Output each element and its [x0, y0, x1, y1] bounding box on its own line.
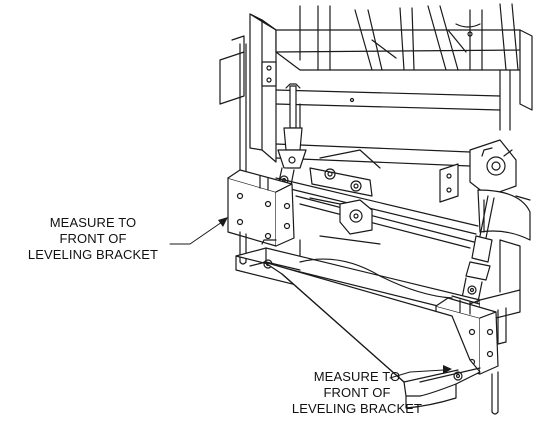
upper-frame — [219, 3, 533, 241]
cross-tie-rod — [275, 177, 479, 249]
center-hitch — [299, 149, 381, 263]
skid-shoe — [263, 261, 481, 409]
callout-leaders — [169, 217, 452, 379]
left-adjustment-link — [277, 83, 307, 191]
callout-bottom-line-2: FRONT OF — [323, 385, 391, 400]
callout-left-line-2: FRONT OF — [59, 231, 127, 246]
left-leader-line — [169, 221, 223, 245]
bottom-leader-arrow — [443, 365, 452, 374]
left-leveling-bracket — [227, 169, 295, 265]
callout-left-label: MEASURE TO FRONT OF LEVELING BRACKET — [18, 215, 168, 263]
left-leader-arrow — [218, 217, 228, 227]
callout-bottom-label: MEASURE TO FRONT OF LEVELING BRACKET — [282, 369, 432, 417]
bottom-leader-line — [389, 369, 445, 379]
callout-bottom-line-1: MEASURE TO — [313, 369, 401, 384]
right-adjustment-link — [461, 195, 495, 303]
callout-left-line-3: LEVELING BRACKET — [27, 247, 159, 262]
callout-bottom-line-3: LEVELING BRACKET — [291, 401, 423, 416]
callout-left-line-1: MEASURE TO — [49, 215, 137, 230]
